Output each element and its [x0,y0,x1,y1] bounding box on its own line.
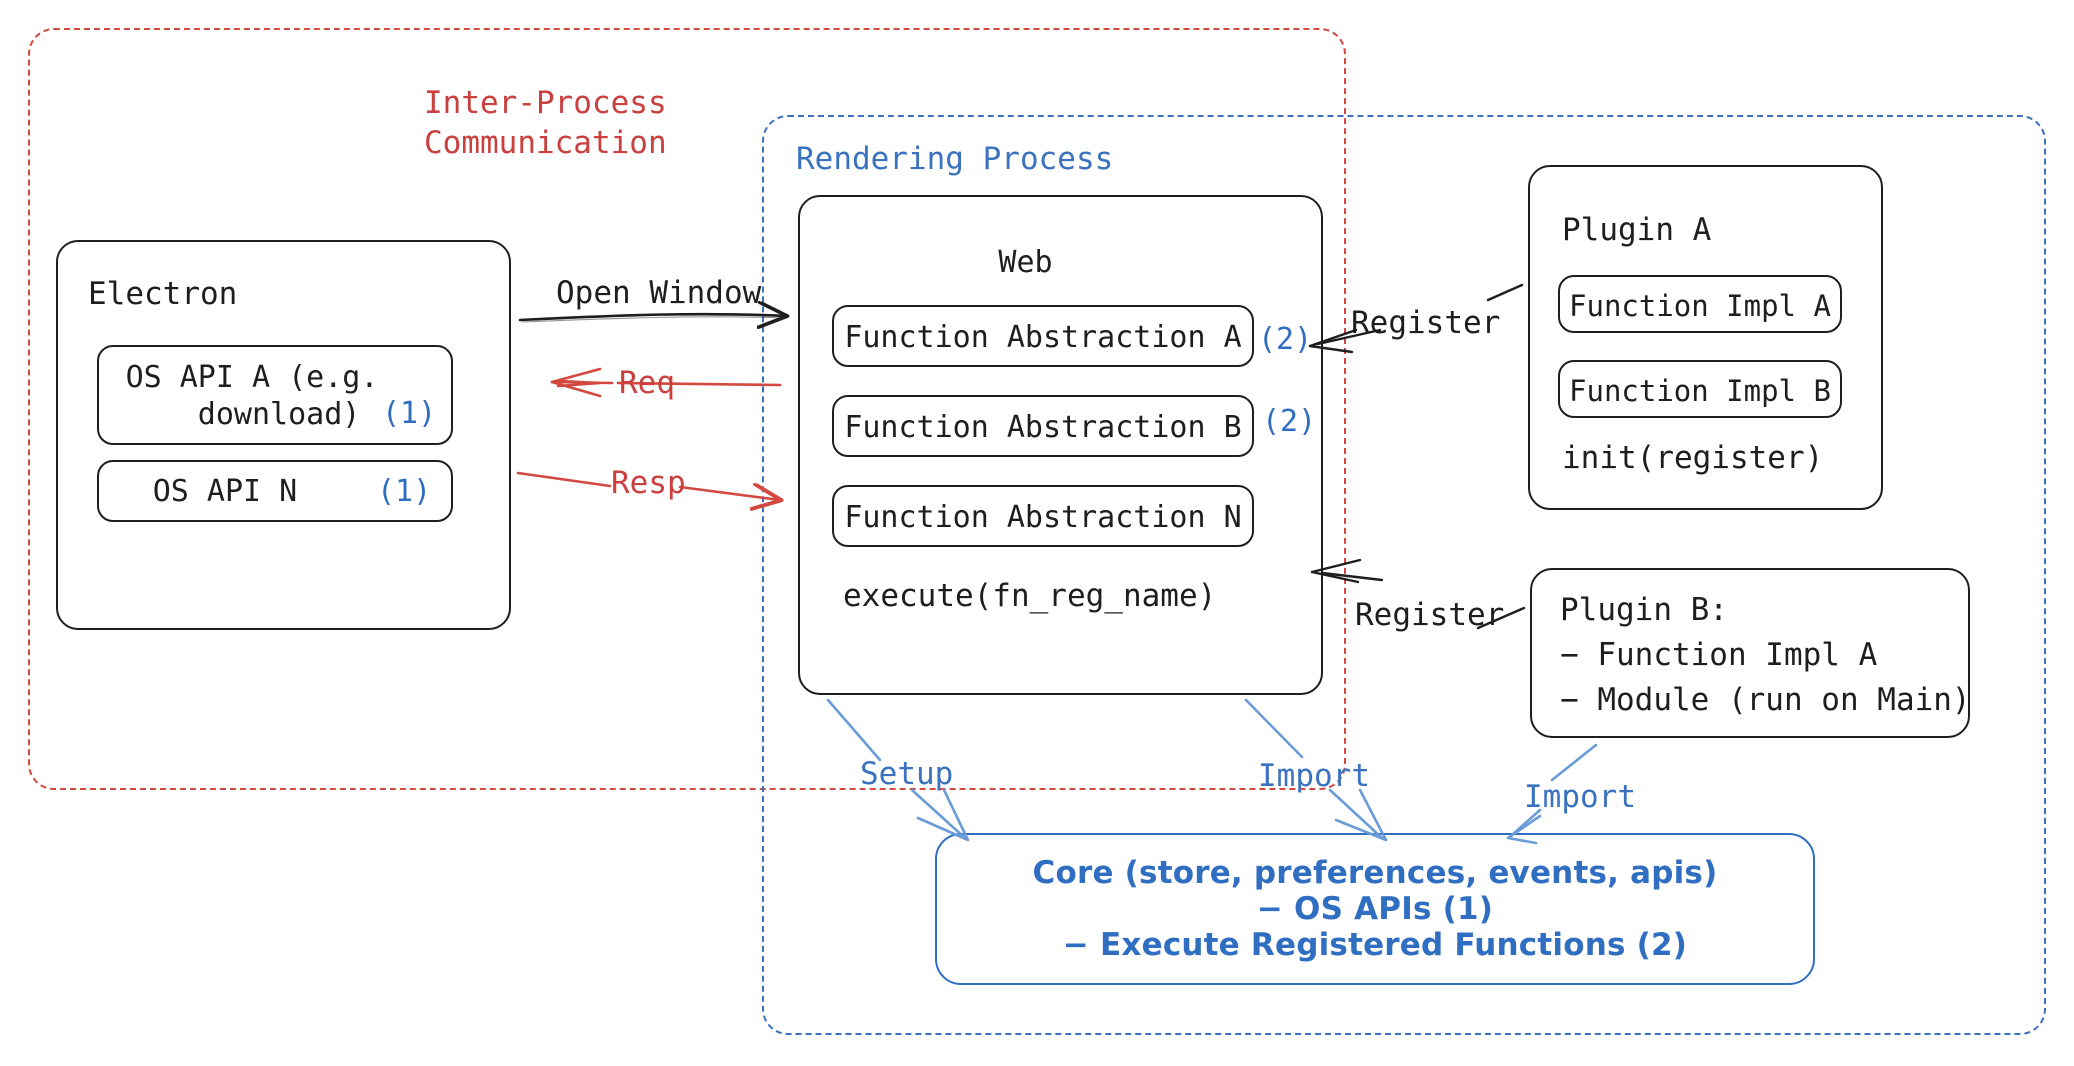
plugin-b-title: Plugin B: [1560,592,1728,628]
function-abstraction-n-label: Function Abstraction N [844,500,1242,535]
web-box [798,195,1323,695]
plugin-a-impl-a-label: Function Impl A [1569,289,1831,323]
os-api-a-label: OS API A (e.g. download) [125,360,379,432]
plugin-a-init-label: init(register) [1562,440,1824,476]
web-execute-label: execute(fn_reg_name) [843,578,1217,614]
plugin-a-title: Plugin A [1562,212,1712,248]
rendering-process-boundary [762,115,2046,1035]
plugin-a-impl-b-box [1558,360,1842,418]
req-label: Req [619,365,675,401]
core-line-1: Core (store, preferences, events, apis) [1032,855,1718,891]
ipc-boundary [28,28,1346,790]
setup-label: Setup [860,756,954,792]
rendering-process-label: Rendering Process [796,141,1114,177]
electron-box [56,240,511,630]
function-abstraction-a-box [832,305,1254,367]
function-abstraction-n-box [832,485,1254,547]
plugin-a-box [1528,165,1883,510]
function-abstraction-b-badge: (2) [1262,404,1317,439]
ipc-label: Inter-Process Communication [424,85,667,161]
electron-title: Electron [88,276,238,312]
plugin-b-line-1: − Function Impl A [1560,637,1878,673]
import-plugin-label: Import [1524,779,1636,815]
plugin-b-line-2: − Module (run on Main) [1560,682,1971,718]
resp-label: Resp [611,465,686,501]
plugin-b-box [1530,568,1970,738]
function-abstraction-a-badge: (2) [1258,322,1313,357]
function-abstraction-b-box [832,395,1254,457]
register-a-label: Register [1351,305,1501,341]
web-title: Web [998,245,1053,280]
core-line-2: − OS APIs (1) [1256,891,1494,927]
open-window-label: Open Window [556,275,762,311]
plugin-a-impl-b-label: Function Impl B [1569,374,1831,408]
os-api-a-box [97,345,453,445]
os-api-n-box [97,460,453,522]
plugin-a-impl-a-box [1558,275,1842,333]
core-line-3: − Execute Registered Functions (2) [1062,927,1688,963]
os-api-n-badge: (1) [377,474,432,509]
import-web-label: Import [1258,758,1370,794]
function-abstraction-a-label: Function Abstraction A [844,320,1242,355]
function-abstraction-b-label: Function Abstraction B [844,410,1242,445]
os-api-a-badge: (1) [382,396,437,431]
register-b-label: Register [1355,597,1505,633]
os-api-n-label: OS API N [152,474,298,509]
